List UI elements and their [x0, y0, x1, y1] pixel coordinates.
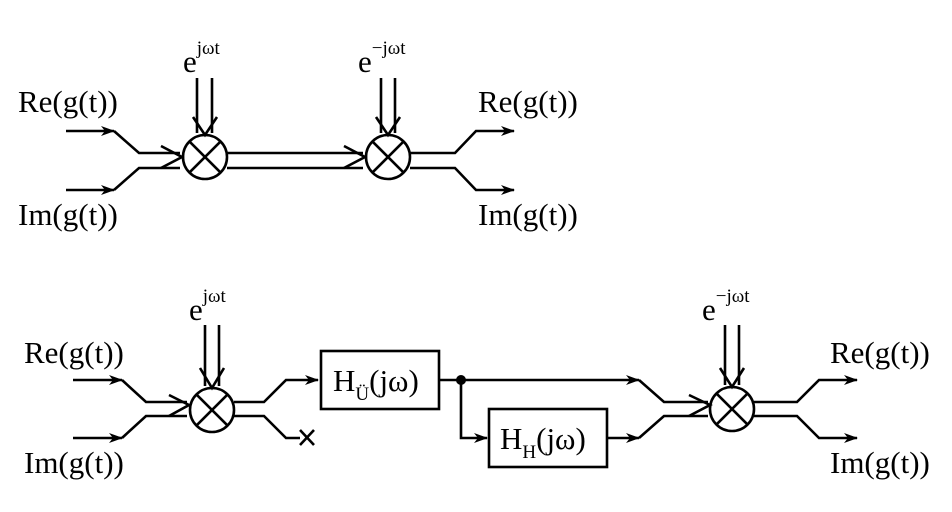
- top-input-im-label: Im(g(t)): [18, 197, 118, 232]
- top-output-im-arrow: [410, 166, 515, 195]
- top-carrier-arrowhead: [191, 116, 219, 138]
- bottom-output-re-arrow: [754, 375, 858, 404]
- top-merge-arrowhead: [160, 144, 185, 170]
- transfer-block-hue-label: HÜ(jω): [333, 363, 419, 405]
- bottom-mixer-out-label: e−jωt: [702, 286, 750, 327]
- top-diagram: Re(g(t)) Im(g(t)) ejωt e−jωt: [18, 38, 578, 232]
- bottom-input-im-label: Im(g(t)): [24, 445, 124, 480]
- bottom-mixer-out: [708, 385, 756, 433]
- bottom-output-im-arrow: [754, 414, 858, 443]
- top-im-path: [113, 166, 180, 191]
- top-input-re-label: Re(g(t)): [18, 84, 118, 119]
- top-output-re-label: Re(g(t)): [478, 84, 578, 119]
- bottom-re-path: [121, 379, 187, 404]
- bottom-im-path: [121, 414, 187, 439]
- bottom-output-im-label: Im(g(t)): [830, 445, 930, 480]
- bottom-to-hilbert-path: [459, 380, 488, 443]
- top-mixer-out-label: e−jωt: [358, 38, 406, 79]
- top-mid-arrowhead: [343, 144, 368, 170]
- top-output-re-arrow: [410, 126, 515, 155]
- bottom-mixer-in: [188, 386, 236, 434]
- terminated-branch-x-icon: [299, 429, 315, 446]
- bottom-mixer-im-terminated: [234, 414, 300, 440]
- top-output-im-label: Im(g(t)): [478, 197, 578, 232]
- top-mixer-out: [364, 133, 412, 181]
- bottom-diagram: Re(g(t)) Im(g(t)) ejωt HÜ(jω): [24, 286, 930, 480]
- top-re-path: [113, 130, 180, 155]
- bottom-input-re-label: Re(g(t)): [24, 335, 124, 370]
- bottom-output-re-label: Re(g(t)): [830, 335, 930, 370]
- top-mixer-in-label: ejωt: [183, 38, 221, 79]
- bottom-mixer-in-label: ejωt: [189, 286, 227, 327]
- hilbert-block-label: HH(jω): [500, 421, 586, 463]
- bottom-mixer-re-to-block: [234, 375, 319, 404]
- top-mixer-in: [181, 133, 229, 181]
